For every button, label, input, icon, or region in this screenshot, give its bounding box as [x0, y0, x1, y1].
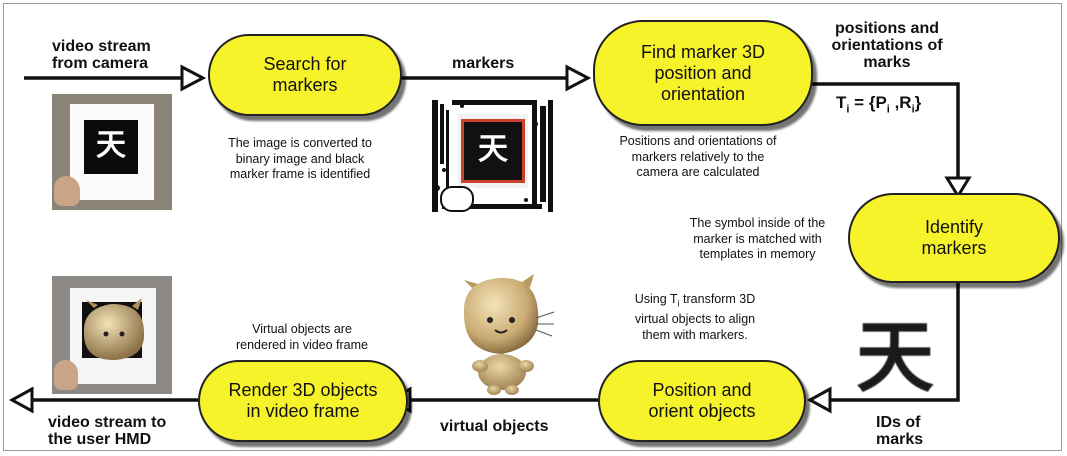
output-arrowhead [8, 386, 34, 414]
render-objects-step: Render 3D objects in video frame [198, 360, 408, 442]
transform-note: Using Ti transform 3D virtual objects to… [600, 292, 790, 343]
binary-symbol-icon: 天 [478, 132, 508, 167]
detected-frame-outline: 天 [464, 122, 522, 180]
input-arrowhead [180, 64, 207, 92]
identified-symbol-icon: 天 [855, 313, 934, 403]
identify-markers-label: Identify markers [921, 217, 987, 258]
binary-noise [432, 100, 553, 212]
identify-note: The symbol inside of the marker is match… [689, 216, 826, 261]
input-stream-label: video stream from camera [52, 38, 151, 72]
transform-formula: Ti = {Pi ,Ri} [836, 94, 921, 118]
hand-thumb [54, 176, 80, 206]
rendered-frame-photo [52, 276, 172, 394]
search-markers-step: Search for markers [208, 34, 402, 116]
find-position-label: Find marker 3D position and orientation [640, 41, 766, 104]
transform-note-prefix: Using T [634, 292, 678, 306]
virtual-character-icon [463, 274, 555, 395]
ids-arrowhead [806, 386, 832, 414]
formula-p-sub: i [886, 103, 890, 116]
render-objects-label: Render 3D objects in video frame [228, 380, 378, 421]
rendered-object-icon [83, 298, 145, 360]
ids-arrow-line [830, 258, 960, 402]
position-orient-step: Position and orient objects [598, 360, 806, 442]
output-stream-label: video stream to the user HMD [48, 414, 167, 448]
formula-r-sub: i [911, 103, 915, 116]
search-note: The image is converted to binary image a… [228, 136, 372, 181]
identify-markers-step: Identify markers [848, 193, 1060, 283]
formula-lhs: T [836, 93, 847, 112]
ids-arrow-label: IDs of marks [876, 414, 924, 448]
render-note: Virtual objects are rendered in video fr… [235, 322, 369, 352]
formula-lhs-sub: i [846, 103, 850, 116]
formula-rhs: = {P [849, 93, 887, 112]
markers-arrow-label: markers [452, 55, 515, 72]
marker-black-frame: 天 [84, 120, 138, 174]
formula-close: } [914, 93, 922, 112]
virtual-objects-label: virtual objects [440, 418, 549, 435]
positions-arrow-line [812, 82, 960, 178]
find-position-step: Find marker 3D position and orientation [593, 20, 813, 126]
positions-arrow-label: positions and orientations of marks [831, 20, 943, 71]
camera-frame-photo: 天 [52, 94, 172, 210]
markers-arrowhead [565, 64, 592, 92]
find-note: Positions and orientations of markers re… [619, 134, 777, 179]
transform-note-sub: i [677, 298, 680, 309]
binary-image-photo: 天 [432, 100, 554, 212]
rendered-hand [54, 360, 78, 390]
formula-sep: ,R [889, 93, 912, 112]
search-markers-label: Search for markers [263, 54, 347, 95]
positions-arrowhead [944, 176, 972, 199]
position-orient-label: Position and orient objects [648, 380, 756, 421]
transform-note-rest: transform 3D virtual objects to align th… [634, 292, 756, 342]
diagram-frame [3, 3, 1062, 451]
binary-hand-shape [440, 186, 474, 212]
marker-symbol-icon: 天 [96, 128, 126, 163]
